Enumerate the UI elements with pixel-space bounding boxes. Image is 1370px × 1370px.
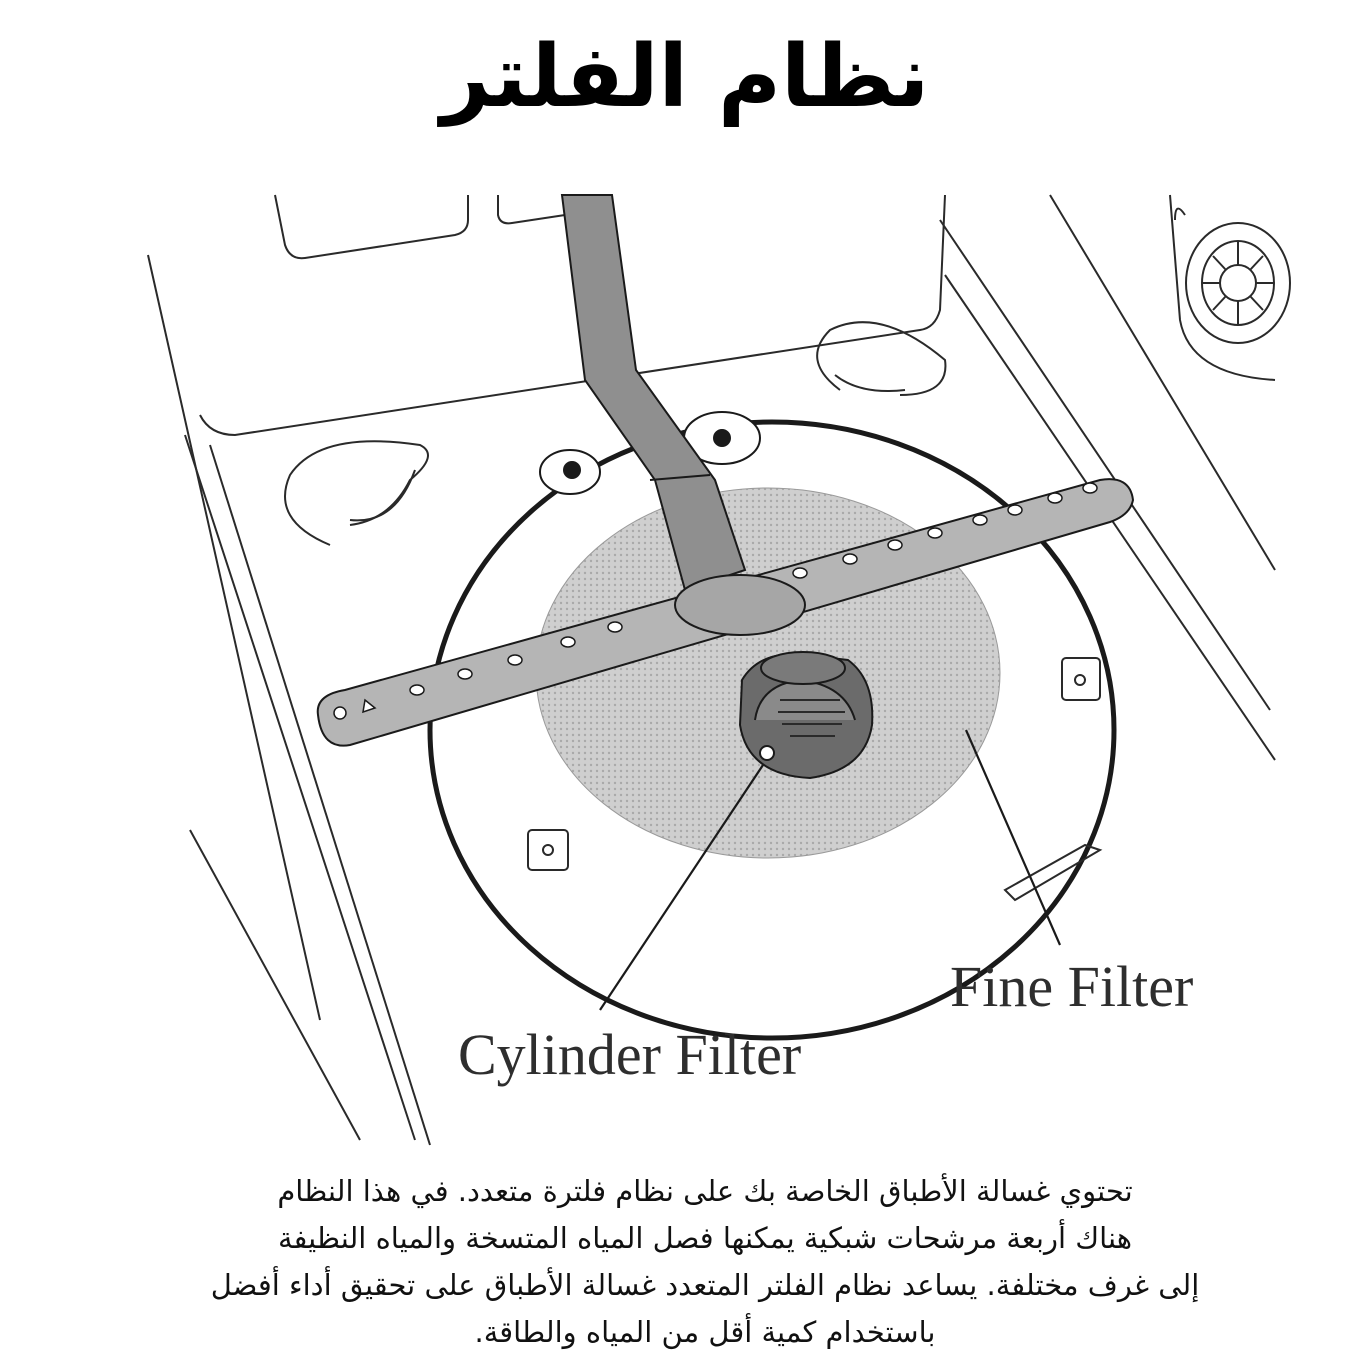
spray-arm: [316, 478, 1135, 747]
side-nozzle: [1185, 222, 1291, 344]
description-line: باستخدام كمية أقل من المياه والطاقة.: [474, 1315, 936, 1349]
description-line: إلى غرف مختلفة. يساعد نظام الفلتر المتعد…: [210, 1268, 1200, 1302]
floor-recesses: [284, 321, 947, 546]
ring-mounts: [527, 657, 1103, 902]
fine-filter-label: Fine Filter: [950, 954, 1193, 1019]
description-line: تحتوي غسالة الأطباق الخاصة بك على نظام ف…: [277, 1174, 1133, 1208]
filter-diagram: Fine Filter Cylinder Filter: [0, 180, 1370, 1160]
page-title: نظام الفلتر: [440, 27, 930, 127]
feed-pipe: [560, 194, 747, 592]
description: تحتوي غسالة الأطباق الخاصة بك على نظام ف…: [95, 1168, 1315, 1356]
cylinder-filter-label: Cylinder Filter: [458, 1022, 801, 1087]
cylinder-filter: [738, 651, 874, 780]
inlet-holes: [539, 411, 761, 495]
outer-ring: [427, 419, 1117, 1041]
leader-lines: [599, 729, 1062, 1011]
description-line: هناك أربعة مرشحات شبكية يمكنها فصل الميا…: [277, 1221, 1133, 1255]
